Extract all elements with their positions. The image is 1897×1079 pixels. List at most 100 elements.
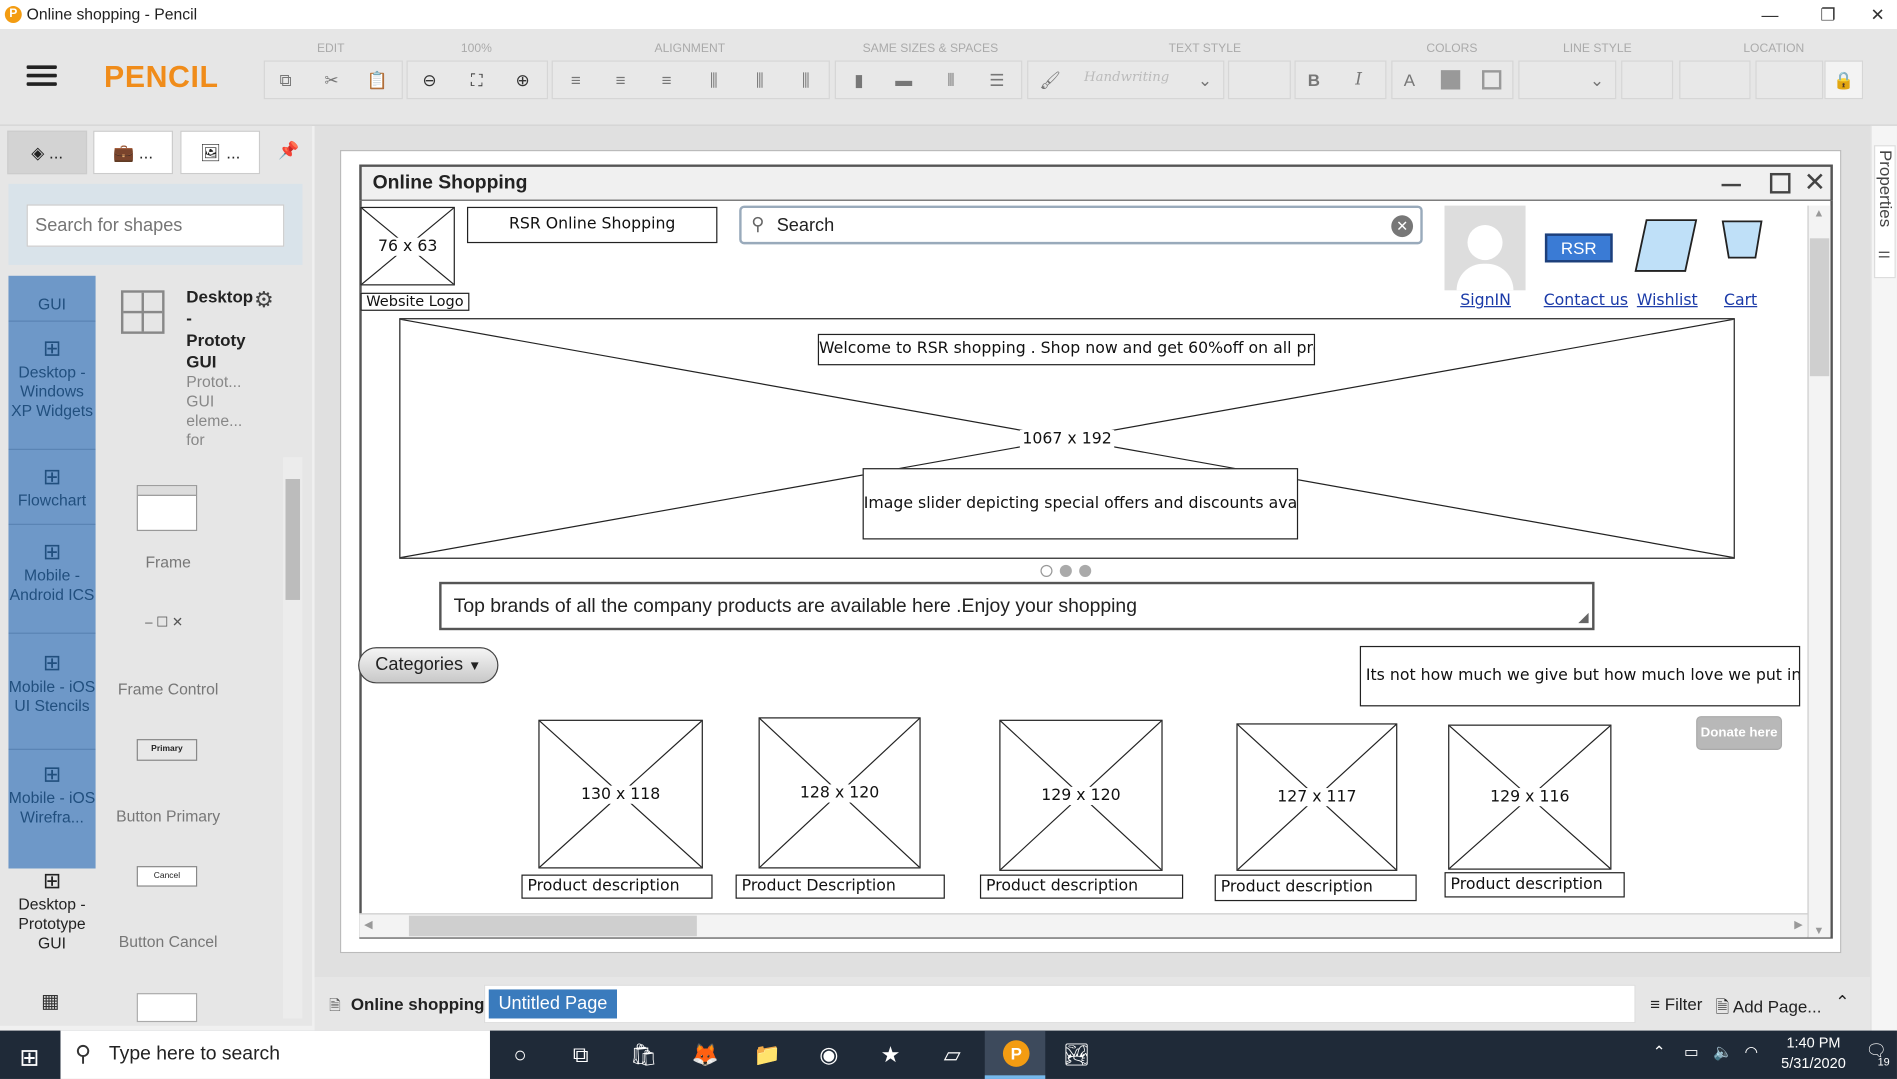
- scroll-down-icon[interactable]: ▼: [1813, 924, 1825, 937]
- taskbar-search[interactable]: ⚲ Type here to search: [60, 1030, 490, 1079]
- windows-start-icon[interactable]: ⊞: [19, 1045, 40, 1072]
- scroll-up-icon[interactable]: ▲: [1813, 206, 1825, 219]
- font-select[interactable]: Handwriting: [1083, 68, 1170, 85]
- align-left-icon[interactable]: ≡: [570, 70, 581, 90]
- notepad-icon[interactable]: ▱: [943, 1042, 961, 1067]
- scroll-left-icon[interactable]: ◀: [364, 918, 373, 931]
- same-height-icon[interactable]: ▬: [895, 70, 913, 90]
- tab-shapes[interactable]: ◈ ...: [7, 130, 88, 175]
- bold-button[interactable]: B: [1307, 70, 1320, 90]
- space-horizontal-icon[interactable]: ⫴: [947, 70, 955, 90]
- properties-panel-toggle[interactable]: Properties ⚌: [1870, 125, 1897, 1031]
- tab-untitled-page[interactable]: Untitled Page: [488, 989, 618, 1019]
- space-vertical-icon[interactable]: ☰: [989, 70, 1005, 90]
- task-view-icon[interactable]: ⧉: [572, 1042, 589, 1067]
- category-flowchart[interactable]: ⊞Flowchart: [8, 466, 96, 525]
- menu-icon[interactable]: [26, 65, 57, 87]
- battery-icon[interactable]: ▭: [1684, 1042, 1699, 1061]
- shape-search-input[interactable]: [26, 204, 285, 247]
- gear-icon[interactable]: ⚙: [254, 287, 274, 313]
- zoom-out-icon[interactable]: ⊖: [422, 70, 437, 90]
- button-cancel-thumb[interactable]: Cancel: [136, 866, 198, 887]
- line-style-select[interactable]: [1518, 60, 1617, 100]
- line-width-box[interactable]: [1621, 60, 1674, 100]
- tab-collections[interactable]: 💼 ...: [93, 130, 174, 175]
- close-button[interactable]: ✕: [1870, 4, 1885, 25]
- volume-icon[interactable]: 🔈: [1713, 1042, 1733, 1061]
- stroke-color-icon[interactable]: [1482, 70, 1502, 90]
- location-x-box[interactable]: [1679, 60, 1751, 100]
- pin-icon[interactable]: 📌: [278, 140, 300, 160]
- align-middle-icon[interactable]: ⫼: [755, 70, 764, 90]
- zoom-in-icon[interactable]: ⊕: [515, 70, 530, 90]
- wishlist-link[interactable]: Wishlist: [1636, 291, 1698, 310]
- dialog-shape-thumb[interactable]: [136, 993, 198, 1023]
- frame-shape-thumb[interactable]: [136, 485, 198, 532]
- category-ios-wireframe[interactable]: ⊞Mobile - iOS Wirefra...: [8, 763, 96, 861]
- button-primary-thumb[interactable]: Primary: [136, 739, 198, 761]
- location-y-box[interactable]: [1755, 60, 1824, 100]
- scroll-right-icon[interactable]: ▶: [1794, 918, 1803, 931]
- frame-control-thumb[interactable]: – ☐ ✕: [145, 615, 184, 631]
- tab-clipart[interactable]: 🖼 ...: [180, 130, 261, 175]
- category-android-ics[interactable]: ⊞Mobile - Android ICS: [8, 541, 96, 634]
- format-painter-icon[interactable]: 🖌: [1039, 70, 1061, 90]
- slider-dot-2[interactable]: [1059, 564, 1072, 577]
- lock-button[interactable]: [1824, 60, 1864, 100]
- cart-link[interactable]: Cart: [1723, 291, 1758, 310]
- scrollbar-thumb[interactable]: [285, 479, 301, 600]
- same-width-icon[interactable]: ▮: [854, 70, 864, 90]
- cortana-icon[interactable]: ○: [513, 1042, 527, 1067]
- star-app-icon[interactable]: ★: [880, 1042, 901, 1067]
- cut-icon[interactable]: ✂: [324, 70, 339, 90]
- slider-dot-1[interactable]: [1040, 564, 1053, 577]
- store-icon[interactable]: 🛍: [629, 1042, 658, 1067]
- copy-icon[interactable]: ⧉: [279, 70, 292, 90]
- category-ios-stencils[interactable]: ⊞Mobile - iOS UI Stencils: [8, 652, 96, 750]
- mockup-hscrollbar[interactable]: ◀ ▶: [359, 913, 1808, 938]
- fit-screen-icon[interactable]: ⛶: [470, 70, 483, 90]
- photos-icon[interactable]: 🏞: [1062, 1042, 1091, 1067]
- categories-dropdown[interactable]: Categories ▼: [358, 647, 499, 684]
- donate-button[interactable]: Donate here: [1696, 716, 1783, 750]
- pencil-taskbar-button[interactable]: P: [984, 1030, 1046, 1079]
- contact-link[interactable]: Contact us: [1543, 291, 1629, 310]
- file-explorer-icon[interactable]: 📁: [753, 1042, 781, 1067]
- chevron-down-icon[interactable]: ⌄: [1197, 70, 1213, 90]
- collapse-icon[interactable]: ⌃: [1835, 991, 1850, 1012]
- shapes-scrollbar[interactable]: [283, 457, 303, 1019]
- firefox-icon[interactable]: 🦊: [691, 1042, 719, 1067]
- align-right-icon[interactable]: ≡: [661, 70, 672, 90]
- wifi-icon[interactable]: ◠: [1744, 1042, 1759, 1061]
- fill-color-icon[interactable]: [1440, 70, 1461, 90]
- minimize-button[interactable]: —: [1761, 4, 1779, 25]
- more-collections-icon[interactable]: ▦: [41, 991, 60, 1013]
- category-desktop-prototype[interactable]: ⊞Desktop - Prototype GUI: [8, 870, 95, 953]
- font-size-box[interactable]: [1227, 60, 1291, 100]
- clock[interactable]: 1:40 PM 5/31/2020: [1774, 1034, 1854, 1071]
- italic-button[interactable]: I: [1355, 70, 1362, 90]
- mockup-vscrollbar[interactable]: ▲ ▼: [1807, 205, 1831, 938]
- mockup-search-bar[interactable]: ⚲ Search ✕: [739, 205, 1423, 245]
- document-name[interactable]: Online shopping: [350, 994, 485, 1014]
- signin-link[interactable]: SignIN: [1460, 291, 1511, 310]
- slider-dot-3[interactable]: [1079, 564, 1092, 577]
- align-top-icon[interactable]: ⫼: [709, 70, 718, 90]
- mockup-vscroll-thumb[interactable]: [1809, 238, 1830, 377]
- filter-button[interactable]: ≡ Filter: [1650, 994, 1702, 1013]
- mockup-hscroll-thumb[interactable]: [408, 915, 697, 937]
- mockup-textarea[interactable]: Top brands of all the company products a…: [439, 581, 1595, 631]
- align-center-icon[interactable]: ≡: [615, 70, 626, 90]
- font-color-button[interactable]: A: [1403, 70, 1416, 90]
- tray-chevron-icon[interactable]: ⌃: [1652, 1042, 1666, 1061]
- clear-search-icon[interactable]: ✕: [1391, 215, 1414, 238]
- maximize-button[interactable]: ❐: [1820, 4, 1836, 25]
- align-bottom-icon[interactable]: ⫼: [801, 70, 810, 90]
- chrome-icon[interactable]: ◉: [819, 1042, 839, 1067]
- paste-icon[interactable]: 📋: [366, 70, 389, 90]
- category-windows-xp[interactable]: ⊞Desktop - Windows XP Widgets: [8, 337, 96, 450]
- add-page-button[interactable]: 🗎 Add Page...: [1715, 994, 1821, 1023]
- line-style-chevron-icon[interactable]: ⌄: [1589, 70, 1605, 90]
- resize-grip-icon[interactable]: ◢: [1578, 610, 1589, 626]
- notifications-icon[interactable]: 🗨: [1865, 1040, 1888, 1060]
